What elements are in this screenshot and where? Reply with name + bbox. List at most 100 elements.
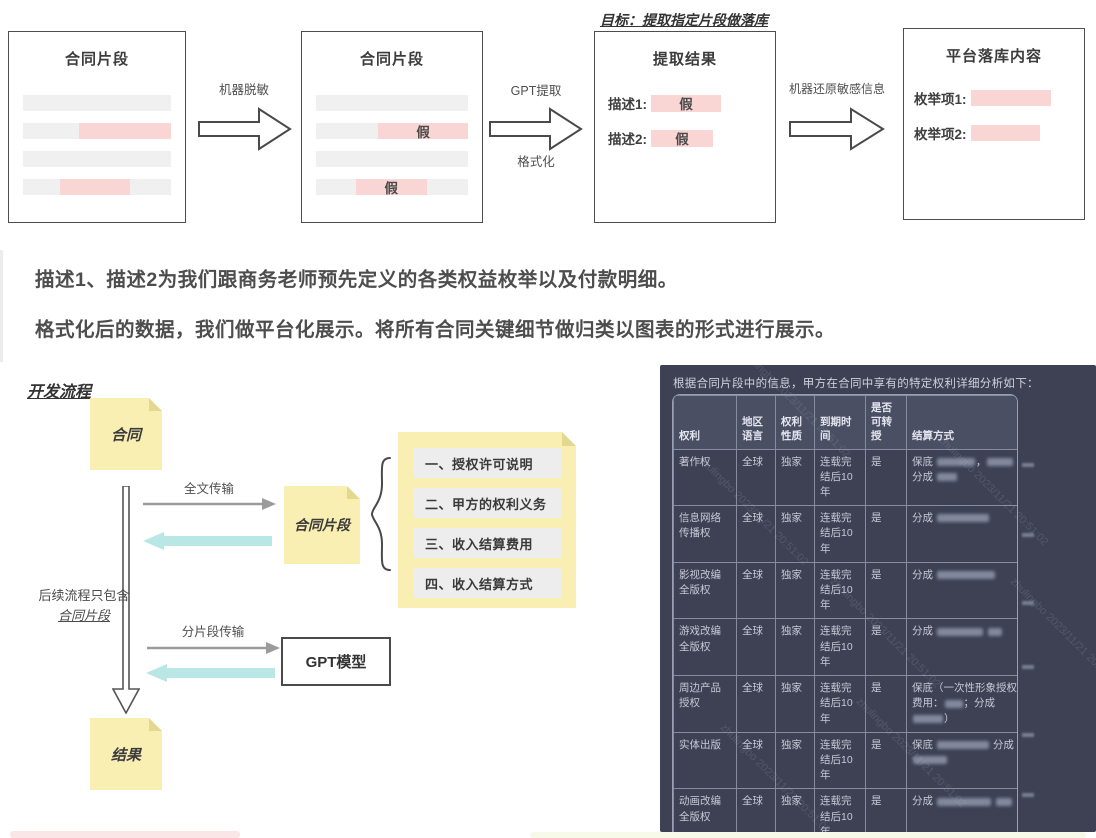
cutoff-mark [1022,601,1034,605]
right-arrow-icon [143,498,276,510]
table-cell: 保底 ， 分成 [906,448,1017,507]
table-cell: 是 [865,448,907,507]
table-cell: 分成 [906,618,1017,677]
cutoff-mark [1022,533,1034,537]
table-cell: 连载完结后10年 [814,448,866,507]
table-cell: 保底 分成 [906,731,1017,790]
redacted-value [995,797,1012,806]
side-note-line2: 合同片段 [57,608,110,624]
rights-table-wrap: 权利地区语言权利性质到期时间是否可转授结算方式结算周期导入字段著作权全球独家连载… [672,394,1018,832]
table-cell: 连载完结后10年 [814,561,866,620]
redacted-value [987,627,1002,636]
table-cell: 全球 [736,675,776,733]
redacted-text-bars [23,95,171,195]
enum-item-label: 枚举项2: [914,127,967,142]
redacted-value [936,627,983,636]
redacted-value [936,472,957,481]
box-title: 合同片段 [64,51,129,68]
table-cell: 是 [865,788,907,832]
redacted-value [936,457,975,466]
table-cell: 连载完结后10年 [814,675,866,733]
rights-table: 权利地区语言权利性质到期时间是否可转授结算方式结算周期导入字段著作权全球独家连载… [673,395,1017,832]
table-cell: 信息网络传播权 [673,505,737,563]
left-teal-arrow-icon [143,532,272,550]
table-cell: 独家 [775,788,815,832]
table-cell: 独家 [775,618,815,677]
table-cell: 分成 [906,788,1017,832]
table-cell: 全球 [736,618,776,677]
fake-value-label: 假 [416,125,430,140]
table-cell: 全球 [736,505,776,563]
segment-transfer-label: 分片段传输 [181,625,245,639]
fragment-list: 一、授权许可说明二、甲方的权利义务三、收入结算费用四、收入结算方式 [413,448,561,598]
table-cell: 连载完结后10年 [814,788,866,832]
table-cell: 实体出版 [673,731,737,790]
format-arrow-label: 格式化 [517,155,555,169]
table-cell: 连载完结后10年 [814,618,866,677]
side-note-line1: 后续流程只包含 [38,588,130,603]
block-arrow-icon [489,107,583,151]
table-header-cell: 是否可转授 [865,395,907,450]
table-cell: 保底（一次性形象授权费用：；分成 ） [906,675,1017,733]
full-text-transfer-label: 全文传输 [183,482,234,496]
table-cell: 分成 [906,505,1017,563]
platform-storage-box: 平台落库内容 枚举项1: 枚举项2: [903,28,1085,220]
result-sticky-note: 结果 [90,718,162,790]
gpt-model-box: GPT模型 [281,637,391,686]
fragment-list-item: 二、甲方的权利义务 [413,488,561,518]
redacted-value [944,699,963,708]
table-cell: 独家 [775,505,815,563]
bottom-strip-pink [10,831,240,838]
watermark: zhulingbo 2023/11/21 20:51:02 [1007,575,1096,691]
contract-fragment-box-raw: 合同片段 [8,31,186,223]
table-cell: 独家 [775,675,815,733]
table-cell: 连载完结后10年 [814,731,866,790]
table-cell: 独家 [775,561,815,620]
table-cell: 独家 [775,448,815,507]
enum-item-label: 枚举项1: [914,92,967,107]
description-row: 描述1: 假 [608,93,775,113]
table-cell: 是 [865,505,907,563]
redacted-text-bars: 假 假 [316,95,468,196]
rights-analysis-panel: 根据合同片段中的信息，甲方在合同中享有的特定权利详细分析如下： 权利地区语言权利… [660,365,1096,832]
table-cell: 分成 [906,561,1017,620]
description-row: 描述2: 假 [608,128,775,148]
contract-fragment-box-masked: 合同片段 假 假 [301,31,483,223]
table-cell: 全球 [736,448,776,507]
gpt-extract-arrow-label: GPT提取 [510,84,562,98]
fake-value-chip: 假 [651,129,714,147]
box-title: 平台落库内容 [945,48,1042,65]
bottom-strip-pale [530,832,1086,838]
table-cell: 全球 [736,731,776,790]
side-note: 后续流程只包含 合同片段 [28,586,140,626]
panel-intro-text: 根据合同片段中的信息，甲方在合同中享有的特定权利详细分析如下： [673,378,1039,390]
redacted-value [987,457,1014,466]
down-arrow-icon [112,486,140,714]
enum-item-row: 枚举项2: [914,123,1084,143]
dev-flow-heading: 开发流程 [27,384,92,401]
redacted-value [936,741,989,750]
table-cell: 是 [865,618,907,677]
block-arrow-icon [198,107,292,151]
sticky-label: 合同片段 [294,517,350,533]
page-edge-line [0,250,3,362]
table-header-cell: 权利 [673,395,737,450]
block-arrow-icon [789,107,885,151]
paragraph-definitions: 描述1、描述2为我们跟商务老师预先定义的各类权益枚举以及付款明细。 [35,269,678,291]
cutoff-mark [1022,733,1034,737]
box-title: 合同片段 [359,51,424,68]
table-cell: 是 [865,675,907,733]
table-cell: 影视改编全版权 [673,561,737,620]
table-cell: 游戏改编全版权 [673,618,737,677]
fragment-list-item: 三、收入结算费用 [413,528,561,558]
left-teal-arrow-icon [146,664,275,682]
cutoff-mark [1022,463,1034,467]
table-header-row: 权利地区语言权利性质到期时间是否可转授结算方式结算周期导入字段 [673,395,1017,450]
fake-value-label: 假 [384,181,398,196]
